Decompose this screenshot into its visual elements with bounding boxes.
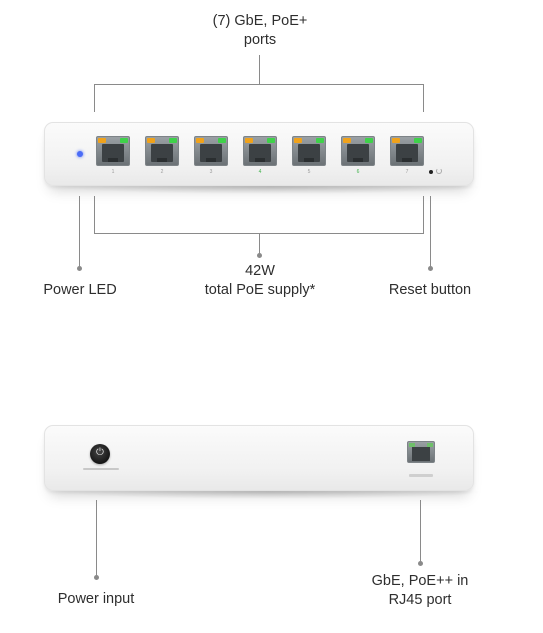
top-callout-bracket-right — [423, 84, 424, 112]
top-callout-line1: (7) GbE, PoE+ — [212, 13, 308, 29]
center-callout-dot — [257, 253, 262, 258]
power-input-callout-stem — [96, 500, 97, 577]
power-jack-rating-print — [83, 468, 119, 470]
rj45-uplink-line1: GbE, PoE++ in — [371, 573, 469, 589]
reset-button — [429, 170, 433, 174]
rj45-port-7 — [390, 136, 424, 166]
bottom-bracket-left — [94, 196, 95, 234]
top-callout-bracket-left — [94, 84, 95, 112]
reset-callout-dot — [428, 266, 433, 271]
power-led — [77, 151, 83, 157]
rj45-uplink-line2: RJ45 port — [388, 592, 452, 608]
rj45-port-6 — [341, 136, 375, 166]
reset-button-label: Reset button — [388, 282, 472, 298]
rj45-port-3 — [194, 136, 228, 166]
port-number-5: 5 — [307, 169, 311, 175]
center-callout-stem — [259, 233, 260, 255]
rj45-port-2 — [145, 136, 179, 166]
port-number-1: 1 — [111, 169, 115, 175]
rear-port-print — [409, 474, 433, 477]
top-callout-line2: ports — [243, 32, 277, 48]
power-led-callout-stem — [79, 196, 80, 268]
port-number-7: 7 — [405, 169, 409, 175]
rj45-port-4 — [243, 136, 277, 166]
top-callout-stem — [259, 55, 260, 84]
top-callout-label: (7) GbE, PoE+ ports — [180, 12, 340, 50]
rear-rj45-port — [407, 441, 435, 463]
bottom-bracket-right — [423, 196, 424, 234]
front-switch-device: 1 2 3 4 5 6 7 — [44, 122, 474, 186]
reset-callout-stem — [430, 196, 431, 268]
rj45-uplink-label: GbE, PoE++ in RJ45 port — [360, 572, 480, 610]
power-jack-icon: ⏻ — [96, 447, 104, 458]
port-number-3: 3 — [209, 169, 213, 175]
power-input-label: Power input — [57, 591, 135, 607]
rj45-port-5 — [292, 136, 326, 166]
center-callout-line1: 42W — [245, 263, 275, 279]
power-led-label: Power LED — [43, 282, 117, 298]
power-jack: ⏻ — [90, 444, 110, 464]
rj45-uplink-callout-stem — [420, 500, 421, 563]
center-callout-label: 42W total PoE supply* — [170, 262, 350, 300]
rj45-uplink-callout-dot — [418, 561, 423, 566]
port-number-6: 6 — [356, 169, 360, 175]
rj45-port-1 — [96, 136, 130, 166]
reset-icon — [436, 168, 442, 174]
power-led-callout-dot — [77, 266, 82, 271]
top-callout-bracket — [94, 84, 424, 85]
center-callout-line2: total PoE supply* — [204, 282, 316, 298]
rear-switch-device: ⏻ — [44, 425, 474, 491]
port-number-4: 4 — [258, 169, 262, 175]
port-number-2: 2 — [160, 169, 164, 175]
power-input-callout-dot — [94, 575, 99, 580]
